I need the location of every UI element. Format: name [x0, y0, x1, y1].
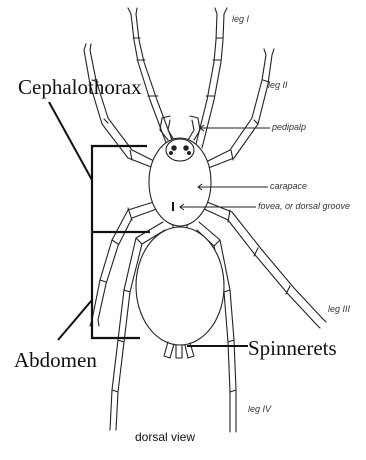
abdomen-outline — [136, 227, 224, 345]
abdomen-label: Abdomen — [14, 348, 97, 373]
cephalothorax-label: Cephalothorax — [18, 75, 142, 100]
leg-2-label: leg II — [268, 80, 288, 90]
leg-3-label: leg III — [328, 304, 350, 314]
spinnerets-label: Spinnerets — [248, 336, 337, 361]
leg-4-label: leg IV — [248, 404, 271, 414]
pedipalp-label: pedipalp — [272, 122, 306, 132]
fovea-label: fovea, or dorsal groove — [258, 201, 350, 211]
carapace-label: carapace — [270, 181, 307, 191]
leg-2-right — [198, 49, 274, 172]
view-caption: dorsal view — [135, 430, 195, 444]
leg-1-label: leg I — [232, 14, 249, 24]
leg-2-left — [84, 44, 164, 172]
pedipalps — [160, 116, 200, 140]
